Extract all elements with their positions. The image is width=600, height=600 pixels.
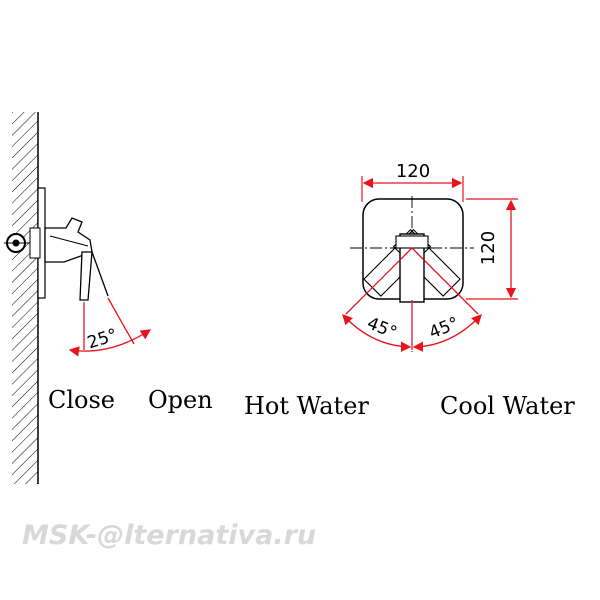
side-angle-label: 25° (85, 325, 120, 353)
front-lever (395, 233, 429, 303)
wall-hatching (12, 112, 39, 484)
side-angle-dimension: 25° (68, 297, 152, 357)
width-dimension: 120 (361, 161, 464, 202)
width-label: 120 (396, 161, 430, 182)
side-view: 25° Close Open (4, 112, 213, 484)
watermark-text: MSK-@lternativa.ru (22, 520, 316, 551)
right-angle-label: 45° (426, 313, 461, 343)
hot-water-label: Hot Water (244, 392, 369, 420)
front-view: 120 120 (244, 161, 575, 420)
cool-water-label: Cool Water (440, 392, 575, 420)
side-handle (44, 217, 109, 301)
valve-body (4, 227, 41, 259)
height-label: 120 (478, 231, 499, 265)
left-angle-label: 45° (364, 313, 399, 343)
open-label: Open (148, 386, 213, 414)
height-dimension: 120 (466, 198, 518, 300)
close-label: Close (48, 386, 115, 414)
